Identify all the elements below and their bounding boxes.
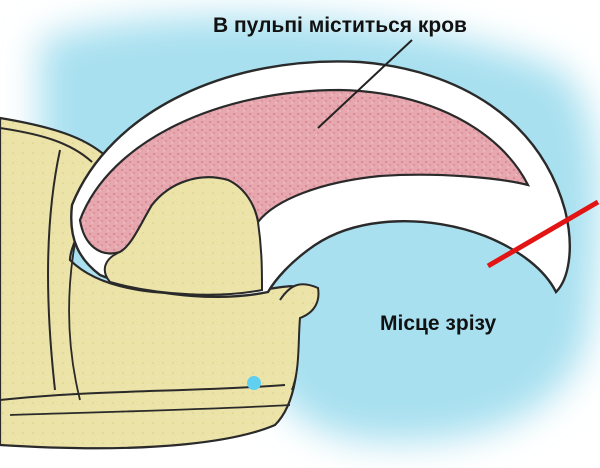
pulp-leader-line [317,39,413,129]
pulp-label: В пульпі міститься кров [213,14,467,37]
inner-base [103,176,264,296]
cut-site-label: Місце зрізу [380,312,497,335]
cut-line [486,199,600,269]
marker-dot [247,376,261,390]
